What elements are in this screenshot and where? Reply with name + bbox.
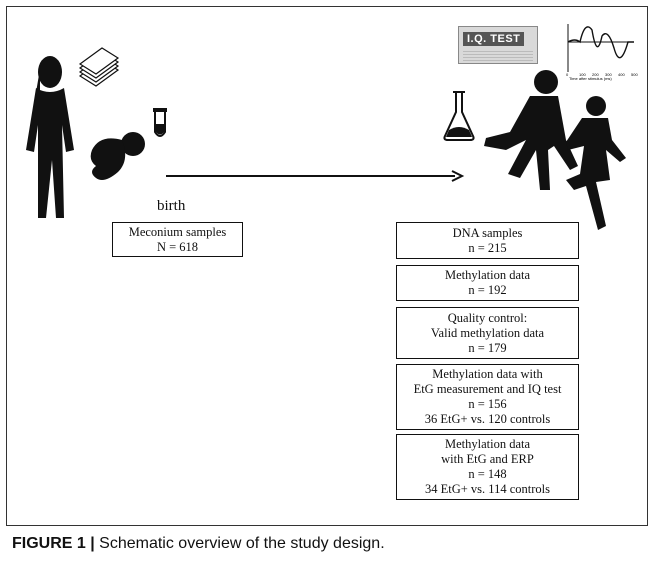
- erp-tick-label: 0: [566, 72, 569, 77]
- mother-silhouette-icon: [26, 56, 74, 218]
- box-line: n = 148: [468, 467, 507, 481]
- caption-label: FIGURE 1 |: [12, 535, 95, 552]
- box-line: n = 192: [468, 283, 507, 297]
- caption-text: Schematic overview of the study design.: [94, 535, 385, 552]
- box-line: DNA samples: [452, 225, 523, 240]
- box-line: Valid methylation data: [430, 325, 545, 340]
- box-line: Methylation data with: [432, 367, 543, 381]
- box-line: Methylation data: [444, 437, 531, 451]
- birth-label: birth: [157, 198, 186, 214]
- erp-tick-label: 300: [605, 72, 612, 77]
- erp-xlabel: Time after stimulus (ms): [569, 76, 612, 81]
- box-line: 34 EtG+ vs. 114 controls: [425, 482, 550, 496]
- box-line: n = 179: [468, 340, 507, 355]
- baby-silhouette-icon: [90, 132, 145, 180]
- meconium-count: N = 618: [156, 239, 199, 254]
- children-silhouette-icon: [484, 70, 626, 230]
- etg-iq-box: Methylation data with EtG measurement an…: [396, 364, 579, 430]
- methylation-data-box: Methylation data n = 192: [396, 265, 579, 301]
- iq-test-title: I.Q. TEST: [463, 32, 525, 46]
- erp-tick-label: 400: [618, 72, 625, 77]
- box-line: Quality control:: [447, 310, 528, 325]
- iq-test-lines: [463, 51, 533, 61]
- erp-tick-label: 500: [631, 72, 638, 77]
- meconium-title: Meconium samples: [128, 224, 227, 239]
- box-line: 36 EtG+ vs. 120 controls: [424, 412, 551, 426]
- box-line: EtG measurement and IQ test: [413, 382, 562, 396]
- erp-tick-label: 200: [592, 72, 599, 77]
- box-line: n = 215: [468, 240, 507, 255]
- box-line: with EtG and ERP: [441, 452, 534, 466]
- iq-test-paper-icon: I.Q. TEST: [458, 26, 538, 64]
- flask-icon: [443, 91, 475, 141]
- figure-caption: FIGURE 1 | Schematic overview of the stu…: [12, 535, 385, 553]
- box-line: n = 156: [468, 397, 507, 411]
- figure-frame: [6, 6, 648, 526]
- test-tube-icon: [153, 108, 167, 137]
- erp-tick-label: 100: [579, 72, 586, 77]
- etg-erp-box: Methylation data with EtG and ERP n = 14…: [396, 434, 579, 500]
- timeline-arrow-icon: [166, 170, 465, 182]
- quality-control-box: Quality control: Valid methylation data …: [396, 307, 579, 359]
- erp-waveform-icon: [567, 24, 634, 72]
- box-line: Methylation data: [444, 268, 531, 282]
- dna-samples-box: DNA samples n = 215: [396, 222, 579, 259]
- meconium-box: Meconium samples N = 618: [112, 222, 243, 257]
- papers-icon: [78, 47, 120, 87]
